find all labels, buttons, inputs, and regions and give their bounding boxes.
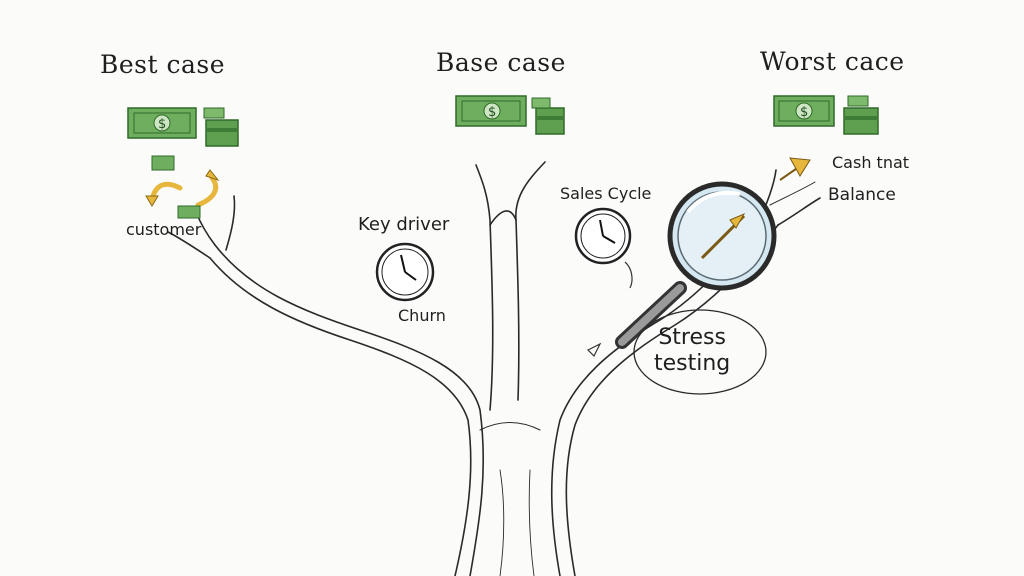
customer-label: customer [126, 220, 202, 239]
churn-label: Churn [398, 306, 446, 325]
key-driver-label: Key driver [358, 214, 450, 235]
money-stack-icon: $ [773, 95, 879, 135]
stress-testing-bubble [633, 309, 767, 395]
balance-label: Balance [828, 185, 896, 205]
arrow-icon [145, 169, 220, 207]
base-case-label: Base case [436, 48, 566, 77]
money-stack-icon [177, 205, 201, 219]
worst-case-label: Worst cace [760, 47, 905, 76]
svg-text:$: $ [158, 117, 166, 132]
best-case-label: Best case [100, 50, 226, 79]
cash-that-label: Cash tnat [832, 153, 910, 172]
svg-text:$: $ [800, 105, 808, 120]
tree-trunk [167, 161, 821, 576]
stress-line-2: testing [654, 351, 731, 376]
stress-testing-label: Stress testing [654, 325, 730, 377]
clock-icon [375, 242, 435, 302]
clock-icon [574, 207, 632, 265]
money-stack-icon: $ [127, 107, 239, 171]
sales-cycle-label: Sales Cycle [560, 184, 652, 203]
magnifier-icon [615, 181, 777, 349]
arrow-icon [149, 175, 219, 208]
stress-line-1: Stress [658, 325, 726, 350]
money-stack-icon: $ [455, 95, 565, 135]
arrow-icon [779, 157, 811, 181]
svg-text:$: $ [488, 105, 496, 120]
